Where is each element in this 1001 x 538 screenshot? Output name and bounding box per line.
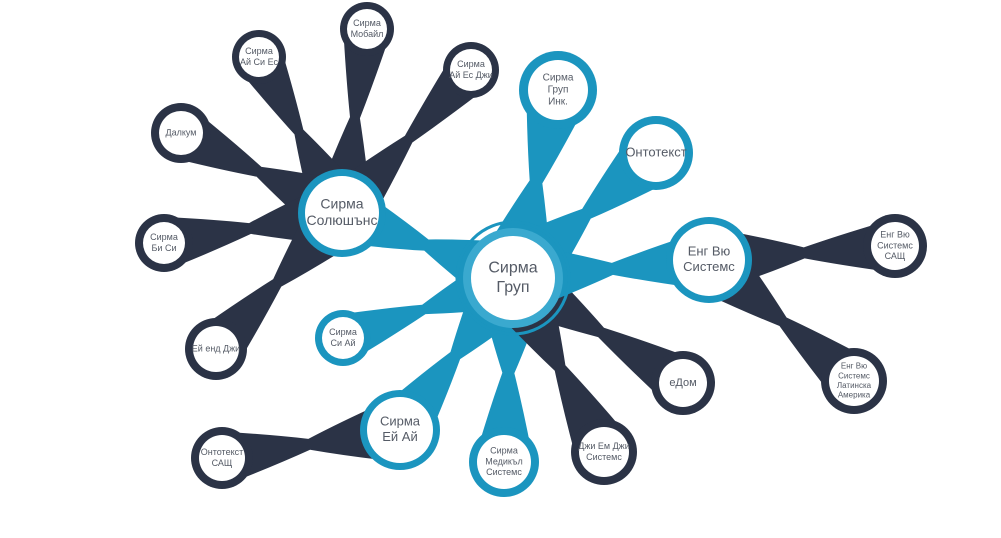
node-label: Си Ай <box>330 338 355 348</box>
node-label: Солюшънс <box>307 212 378 228</box>
node-label: Ай Си Ес <box>240 57 278 67</box>
node-label: Сирма <box>150 232 178 242</box>
node-label: Сирма <box>490 446 518 456</box>
connector-ontotext-usa <box>230 404 389 480</box>
node-label: Онтотекст <box>201 447 244 457</box>
node-fill <box>322 317 364 359</box>
node-label: еДом <box>669 377 696 389</box>
node-fill <box>143 222 185 264</box>
node-label: Джи Ем Джи <box>578 441 629 451</box>
node-label: Груп <box>496 279 529 296</box>
node-label: САЩ <box>212 458 233 468</box>
node-ei-end-dzhi: Ей енд Джи <box>185 318 247 380</box>
node-label: Америка <box>838 391 871 400</box>
node-fill <box>450 49 492 91</box>
node-label: Латинска <box>837 381 872 390</box>
node-label: Енг Вю <box>880 230 910 240</box>
node-label: Мобайл <box>351 29 384 39</box>
node-label: Сирма <box>488 260 537 277</box>
connector-eng-vu-usa <box>724 222 885 288</box>
connector-sirma-grup-inc <box>484 98 583 267</box>
node-label: Сирма <box>457 59 485 69</box>
node-dalkum: Далкум <box>151 103 211 163</box>
node-label: САЩ <box>885 251 906 261</box>
node-fill <box>347 9 387 49</box>
node-fill <box>239 37 279 77</box>
connector-sirma-bi-si <box>171 187 330 265</box>
node-label: Груп <box>548 85 569 96</box>
node-label: Ай Ес Джи <box>449 70 493 80</box>
node-label: Системс <box>683 259 735 274</box>
node-ontotext: Онтотекст <box>619 116 693 190</box>
node-fill <box>673 224 745 296</box>
node-label: Системс <box>877 240 913 250</box>
node-label: Енг Вю <box>688 244 731 259</box>
node-fill <box>471 236 555 320</box>
node-label: Ей енд Джи <box>192 343 240 353</box>
node-label: Сирма <box>245 46 273 56</box>
node-label: Сирма <box>543 73 574 84</box>
node-label: Би Си <box>152 243 177 253</box>
node-outer-ring <box>455 220 571 336</box>
node-fill <box>367 397 433 463</box>
node-label: Инк. <box>548 97 568 108</box>
node-label: Енг Вю <box>841 362 867 371</box>
node-label: Ей Ай <box>382 429 417 444</box>
node-fill <box>528 60 588 120</box>
connector-sirma-ai-es-dzhi <box>334 63 480 218</box>
node-label: Системс <box>838 371 870 380</box>
node-edom: еДом <box>651 351 715 415</box>
node-fill <box>579 427 629 477</box>
node-label: Онтотекст <box>625 144 686 159</box>
node-label: Медикъл <box>485 456 523 466</box>
node-fill <box>305 176 379 250</box>
node-label: Сирма <box>380 414 421 429</box>
node-label: Сирма <box>320 195 363 211</box>
node-label: Далкум <box>166 127 197 137</box>
node-label: Системс <box>486 467 522 477</box>
node-fill <box>477 435 531 489</box>
node-fill <box>871 222 919 270</box>
node-fill <box>159 111 203 155</box>
node-fill <box>199 435 245 481</box>
connector-eng-vu-systems <box>530 235 695 308</box>
node-fill <box>627 124 685 182</box>
node-label: Сирма <box>329 327 357 337</box>
node-label: Сирма <box>353 18 381 28</box>
node-label: Системс <box>586 452 622 462</box>
node-fill <box>659 359 707 407</box>
connector-sirma-mobile <box>318 36 388 200</box>
node-fill <box>829 356 879 406</box>
node-fill <box>193 326 239 372</box>
